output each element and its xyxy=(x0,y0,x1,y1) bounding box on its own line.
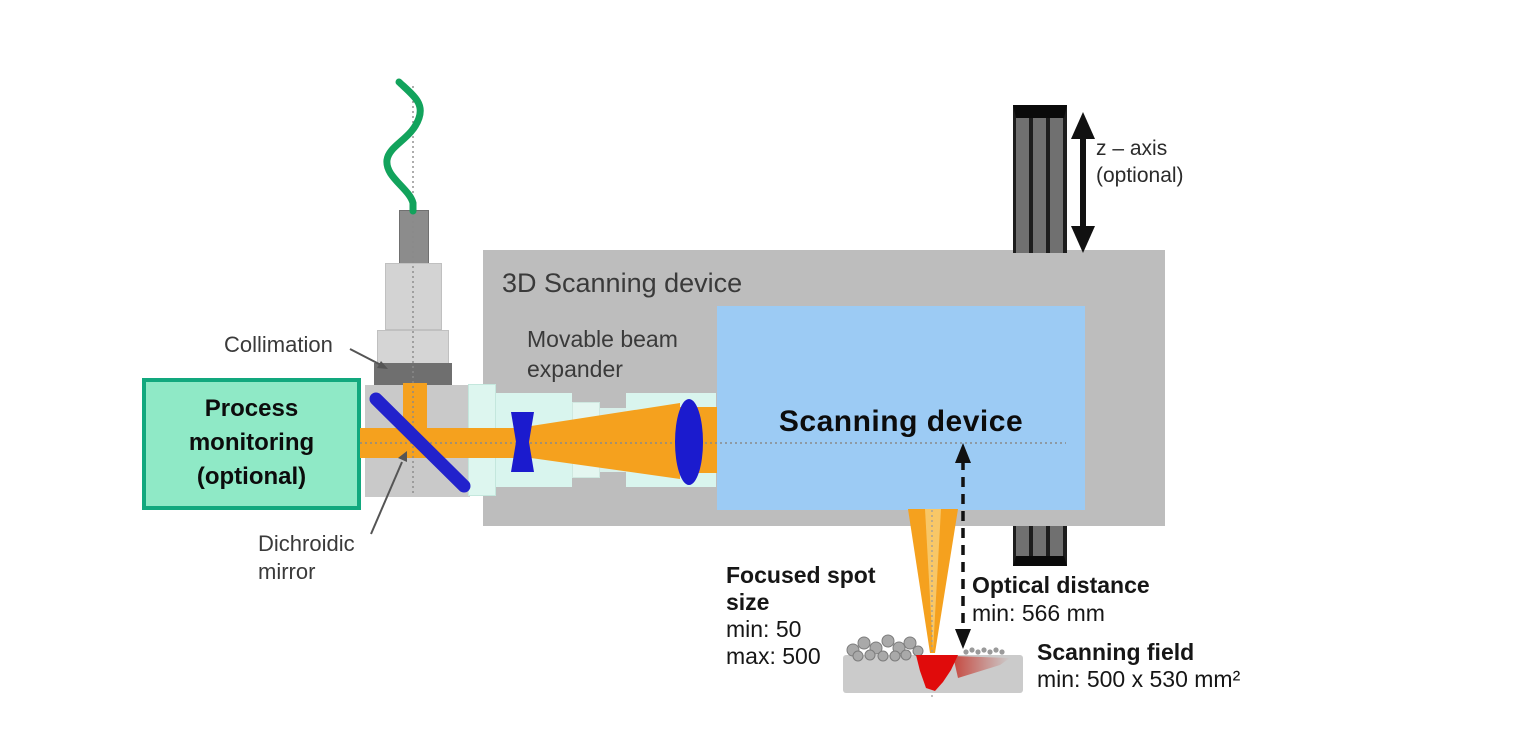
scanning-device-box xyxy=(717,306,1085,510)
expander-tube-step2 xyxy=(600,408,626,472)
beam-focus-core xyxy=(925,509,941,651)
expander-housing-right xyxy=(626,393,716,487)
collimator-upper-block xyxy=(385,263,442,330)
collimator-lower-block xyxy=(377,330,449,364)
z-axis-label: z – axis (optional) xyxy=(1096,135,1184,189)
melt-pool xyxy=(916,655,958,691)
movable-beam-expander-label: Movable beam expander xyxy=(527,324,678,384)
dichroic-line2: mirror xyxy=(258,559,316,584)
expander-tube-step1 xyxy=(572,402,600,478)
process-line3: (optional) xyxy=(196,463,307,490)
z-axis-arrowhead-top-icon xyxy=(1071,112,1095,139)
movable-line1: Movable beam xyxy=(527,326,678,352)
z-axis-arrowhead-bottom-icon xyxy=(1071,226,1095,253)
optical-distance-label: Optical distance min: 566 mm xyxy=(972,571,1150,627)
focused-spot-size-label: Focused spot size min: 50 max: 500 xyxy=(726,562,876,670)
scanning-field-value: min: 500 x 530 mm² xyxy=(1037,666,1241,692)
z-axis-rail-bottom xyxy=(1013,526,1067,566)
optics-window xyxy=(468,384,496,496)
collimation-label: Collimation xyxy=(224,332,333,357)
expander-housing-left xyxy=(496,393,572,487)
focused-spot-title2: size xyxy=(726,589,770,615)
mirror-housing xyxy=(365,385,470,497)
optical-distance-value: min: 566 mm xyxy=(972,600,1105,626)
focused-spot-max: max: 500 xyxy=(726,643,821,669)
housing-title: 3D Scanning device xyxy=(502,268,743,298)
beam-focus-cone xyxy=(908,509,958,653)
focused-spot-min: min: 50 xyxy=(726,616,802,642)
process-line1: Process xyxy=(204,395,299,422)
collimation-unit xyxy=(374,363,452,385)
process-monitoring-box xyxy=(142,378,361,510)
melt-glow xyxy=(953,656,1010,678)
scanning-device-label: Scanning device xyxy=(778,405,1024,438)
fiber-connector xyxy=(399,210,429,264)
movable-line2: expander xyxy=(527,356,623,382)
scanning-field-title: Scanning field xyxy=(1037,639,1195,665)
focused-spot-title1: Focused spot xyxy=(726,562,876,588)
scanning-field-label: Scanning field min: 500 x 530 mm² xyxy=(1037,639,1240,693)
process-monitoring-label: Process monitoring (optional) xyxy=(142,392,361,494)
fiber-cable xyxy=(383,78,424,215)
sintered-track-dots xyxy=(963,647,1005,655)
dichroic-mirror-label: Dichroidic mirror xyxy=(258,530,355,586)
optical-distance-title: Optical distance xyxy=(972,572,1150,598)
z-axis-line1: z – axis xyxy=(1096,137,1168,160)
process-line2: monitoring xyxy=(188,429,315,456)
z-axis-line2: (optional) xyxy=(1096,164,1184,187)
arrow-down-icon xyxy=(955,629,971,649)
dichroic-line1: Dichroidic xyxy=(258,531,355,556)
z-axis-rail-top xyxy=(1013,105,1067,253)
